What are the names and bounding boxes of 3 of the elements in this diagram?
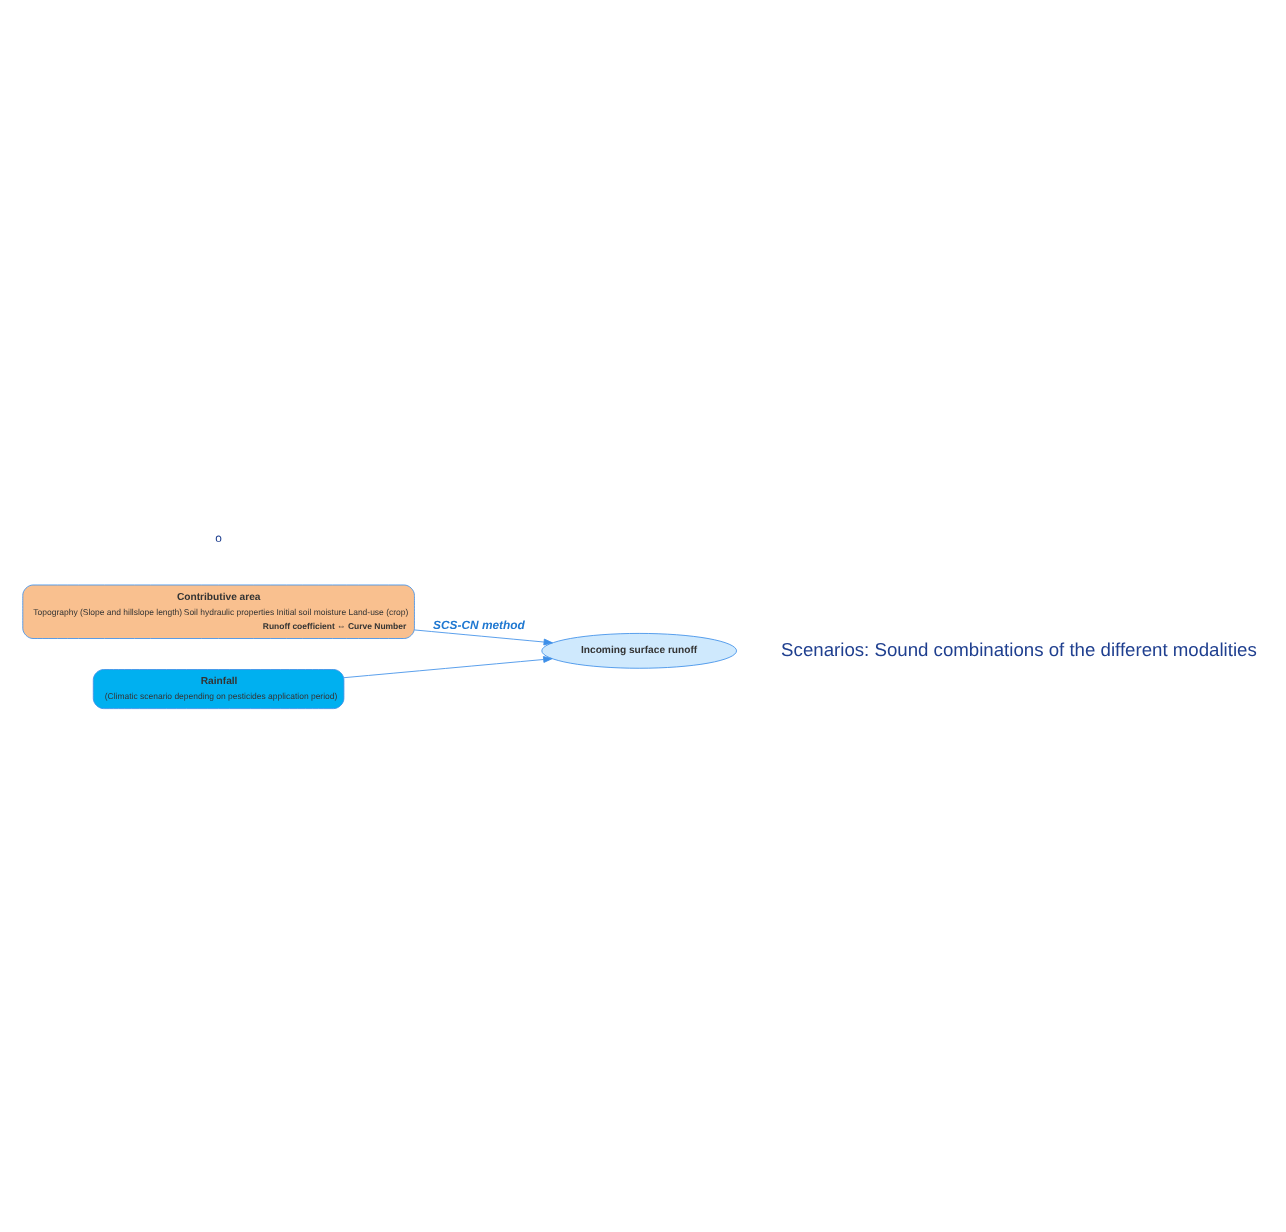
arrow [414,629,553,646]
arrow [343,656,553,679]
label: Scenarios: Sound combinations of the different modalities [781,639,1257,660]
